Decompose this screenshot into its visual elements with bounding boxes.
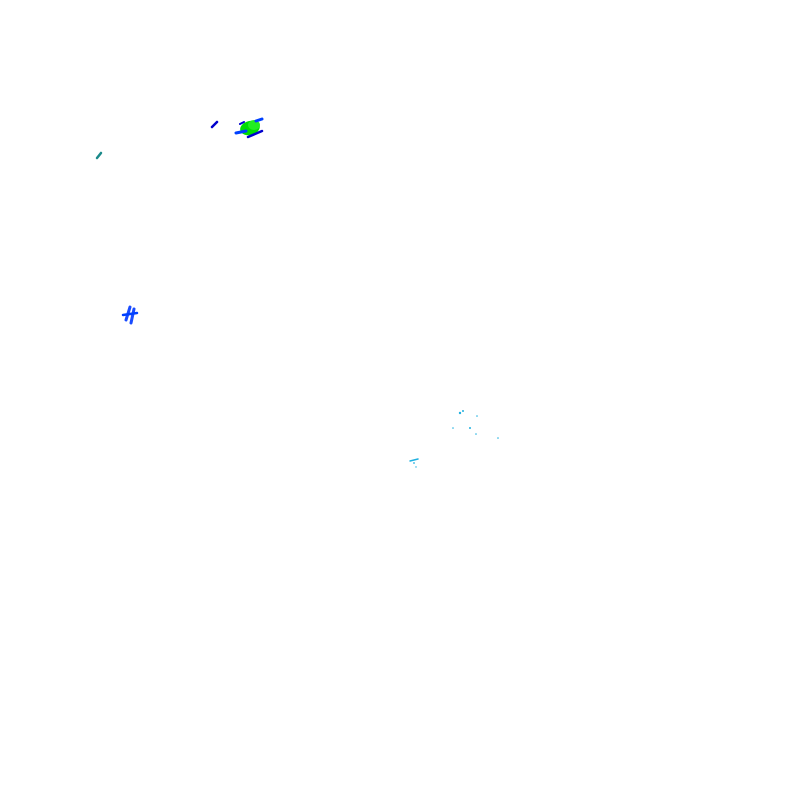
map-stroke-blue xyxy=(234,129,248,135)
map-dot-cyan xyxy=(497,437,499,439)
map-dot-cyan xyxy=(458,411,462,415)
map-dot-cyan xyxy=(469,427,471,429)
map-stroke-blue xyxy=(121,311,139,317)
map-stroke-royal-blue xyxy=(129,307,136,325)
cluster-green-core xyxy=(234,117,264,139)
map-patch-bright-green xyxy=(248,120,260,130)
cluster-cyan-scatter xyxy=(452,410,499,439)
map-dot-cyan xyxy=(415,466,417,468)
map-dot-cyan xyxy=(452,427,454,429)
cluster-blue-dash xyxy=(210,120,219,129)
map-stroke-dark-blue xyxy=(210,120,219,129)
map-stroke-dark-blue xyxy=(246,129,264,139)
feature-layer xyxy=(95,117,499,468)
map-stroke-dark-blue xyxy=(239,121,245,125)
cluster-teal-dash xyxy=(95,151,103,160)
cluster-cyan-lower xyxy=(409,458,419,468)
map-dot-cyan xyxy=(462,410,464,412)
map-stroke-teal xyxy=(95,151,103,160)
map-dot-cyan xyxy=(409,458,419,462)
map-dot-cyan xyxy=(476,415,478,417)
map-dot-cyan xyxy=(413,462,415,464)
map-dot-cyan xyxy=(475,433,477,435)
cluster-blue-mark xyxy=(121,305,139,325)
map-stroke-blue xyxy=(254,117,264,123)
